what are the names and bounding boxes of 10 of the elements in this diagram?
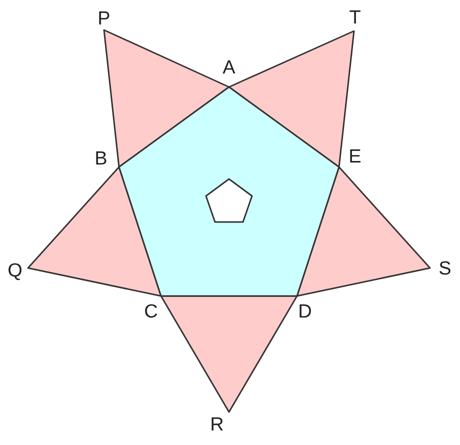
point-label: T xyxy=(349,8,361,28)
point-label: A xyxy=(222,58,236,78)
point-label: S xyxy=(438,260,452,278)
point-label: E xyxy=(348,148,362,166)
point-label: P xyxy=(98,10,110,28)
point-label: B xyxy=(94,150,108,168)
point-label: Q xyxy=(8,262,22,280)
point-label: D xyxy=(298,302,312,322)
point-label: R xyxy=(210,416,224,434)
point-label: C xyxy=(144,302,158,322)
